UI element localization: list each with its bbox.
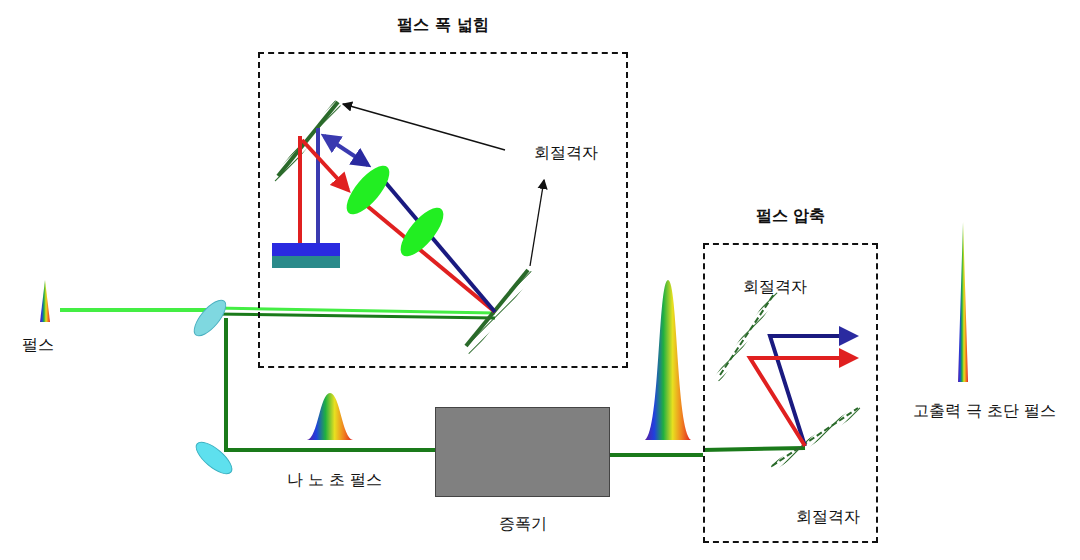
part-label: 나 노 초 펄스 (287, 470, 382, 491)
part-label: 회절격자 (743, 277, 807, 298)
region-title: 펄스 폭 넓힘 (397, 15, 488, 36)
amplifier-box: 증폭기 (435, 407, 610, 497)
part-label: 고출력 극 초단 펄스 (913, 401, 1056, 422)
region-title: 펄스 압축 (756, 206, 826, 227)
stage-region: 펄스 폭 넓힘 (258, 52, 628, 368)
part-label: 회절격자 (796, 507, 860, 528)
part-label: 회절격자 (534, 143, 598, 164)
part-label: 펄스 (22, 335, 54, 356)
beam-connector (610, 453, 703, 457)
component-label: 증폭기 (499, 514, 547, 535)
